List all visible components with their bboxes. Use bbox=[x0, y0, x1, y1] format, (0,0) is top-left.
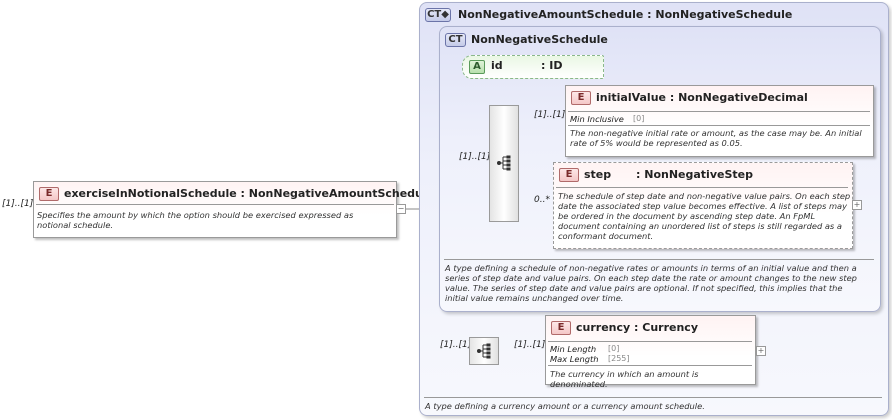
separator bbox=[548, 365, 752, 366]
step-element[interactable]: E step : NonNegativeStep The schedule of… bbox=[553, 162, 853, 249]
initial-value-multiplicity: [1]..[1] bbox=[534, 110, 566, 120]
separator bbox=[568, 111, 870, 112]
expand-toggle[interactable]: + bbox=[852, 200, 862, 210]
step-name: step bbox=[584, 168, 612, 181]
attribute-type: : ID bbox=[541, 59, 563, 72]
facet-value: [0] bbox=[608, 344, 620, 353]
outer-type-doc: A type defining a currency amount or a c… bbox=[425, 401, 705, 411]
sequence-multiplicity: [1]..[1] bbox=[440, 340, 472, 350]
root-element-doc: Specifies the amount by which the option… bbox=[37, 210, 354, 230]
separator bbox=[36, 204, 394, 205]
currency-element[interactable]: E currency : Currency Min Length [0] Max… bbox=[545, 315, 756, 389]
facet-label: Min Length bbox=[550, 344, 597, 354]
root-element-name: exerciseInNotionalSchedule : NonNegative… bbox=[64, 187, 435, 200]
facet-value: [255] bbox=[608, 354, 630, 363]
separator bbox=[568, 125, 870, 126]
initial-value-element[interactable]: E initialValue : NonNegativeDecimal Min … bbox=[565, 85, 874, 157]
element-badge: E bbox=[571, 91, 591, 105]
step-doc: The schedule of step date and non-negati… bbox=[558, 191, 851, 241]
currency-doc: The currency in which an amount is denom… bbox=[550, 369, 699, 389]
complex-type-badge: CT bbox=[445, 33, 466, 47]
expand-toggle[interactable]: + bbox=[756, 346, 766, 356]
attribute-id[interactable]: A id : ID bbox=[462, 55, 604, 79]
step-multiplicity: 0..* bbox=[534, 195, 550, 205]
element-badge: E bbox=[559, 168, 579, 182]
collapse-toggle[interactable]: − bbox=[396, 204, 406, 214]
inner-type-doc: A type defining a schedule of non-negati… bbox=[445, 263, 857, 303]
sequence-multiplicity: [1]..[1] bbox=[459, 152, 491, 162]
facet-value: [0] bbox=[633, 114, 645, 123]
facet-label: Max Length bbox=[550, 354, 599, 364]
element-badge: E bbox=[551, 321, 571, 335]
outer-type-title: NonNegativeAmountSchedule : NonNegativeS… bbox=[458, 8, 793, 21]
inner-type-title: NonNegativeSchedule bbox=[471, 33, 608, 46]
currency-name: currency : Currency bbox=[576, 321, 698, 334]
separator bbox=[424, 397, 882, 398]
sequence-compositor[interactable] bbox=[469, 337, 499, 365]
complex-type-extension-badge: CT◆ bbox=[425, 8, 451, 22]
sequence-icon bbox=[497, 155, 511, 171]
sequence-icon bbox=[477, 343, 491, 359]
initial-value-name: initialValue : NonNegativeDecimal bbox=[596, 91, 808, 104]
sequence-compositor[interactable] bbox=[489, 105, 519, 222]
root-multiplicity: [1]..[1] bbox=[2, 199, 34, 209]
separator bbox=[444, 259, 874, 260]
separator bbox=[548, 341, 752, 342]
attribute-name: id bbox=[491, 59, 503, 72]
separator bbox=[556, 187, 848, 188]
initial-value-doc: The non-negative initial rate or amount,… bbox=[570, 128, 862, 148]
facet-label: Min Inclusive bbox=[570, 114, 624, 124]
currency-multiplicity: [1]..[1] bbox=[514, 340, 546, 350]
attribute-badge: A bbox=[469, 60, 485, 74]
step-type: : NonNegativeStep bbox=[636, 168, 753, 181]
root-element[interactable]: E exerciseInNotionalSchedule : NonNegati… bbox=[33, 181, 434, 238]
element-badge: E bbox=[39, 187, 59, 201]
